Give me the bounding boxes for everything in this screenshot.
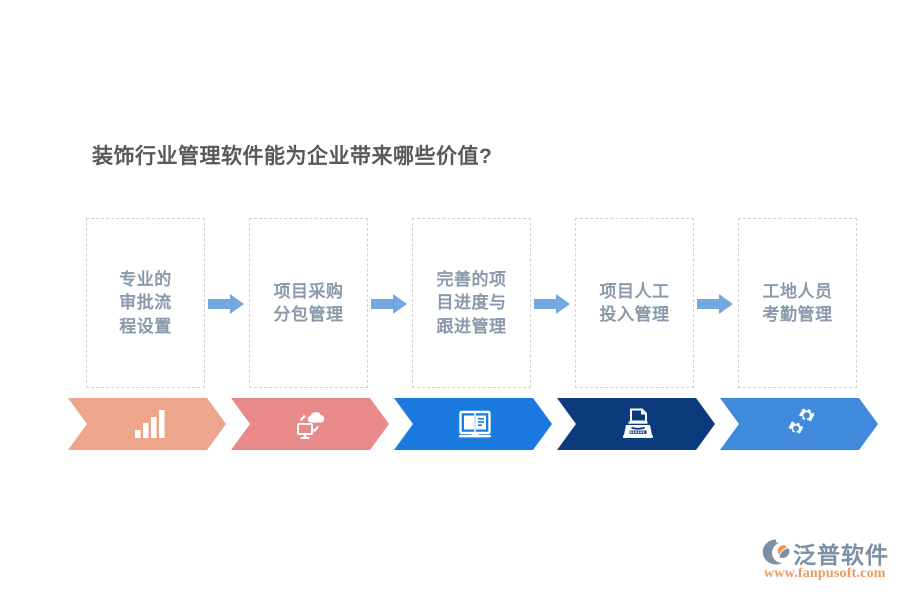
connector-shaft	[208, 299, 232, 309]
step-label-4: 项目人工 投入管理	[599, 281, 670, 324]
chevron-banner-5[interactable]	[720, 398, 878, 450]
page-title: 装饰行业管理软件能为企业带来哪些价值?	[92, 145, 493, 168]
step-box-5[interactable]: 工地人员 考勤管理	[738, 218, 857, 388]
connector-shaft	[697, 299, 721, 309]
connector-head	[393, 294, 407, 314]
flow-step-2[interactable]: 项目采购 分包管理	[249, 218, 368, 388]
connector-arrow-1	[208, 294, 244, 314]
open-book-icon	[458, 407, 492, 441]
logo-website-url: www.fanpusoft.com	[764, 566, 886, 581]
step-box-4[interactable]: 项目人工 投入管理	[575, 218, 694, 388]
process-flow: 专业的 审批流 程设置 项目采购 分包管理 完善的项 目进度与 跟进管理	[86, 218, 857, 388]
logo-mark-icon	[762, 538, 790, 566]
step-label-3: 完善的项 目进度与 跟进管理	[436, 269, 507, 336]
typewriter-icon	[621, 407, 655, 441]
step-label-2: 项目采购 分包管理	[273, 281, 344, 324]
connector-arrow-3	[534, 294, 570, 314]
gears-icon	[784, 407, 818, 441]
chevron-banner-1[interactable]	[68, 398, 226, 450]
flow-step-4[interactable]: 项目人工 投入管理	[575, 218, 694, 388]
step-label-1: 专业的 审批流 程设置	[119, 269, 172, 336]
step-label-5: 工地人员 考勤管理	[762, 281, 833, 324]
chevron-banner-row	[68, 398, 878, 450]
flow-step-1[interactable]: 专业的 审批流 程设置	[86, 218, 205, 388]
connector-arrow-4	[697, 294, 733, 314]
step-box-2[interactable]: 项目采购 分包管理	[249, 218, 368, 388]
flow-step-5[interactable]: 工地人员 考勤管理	[738, 218, 857, 388]
connector-head	[719, 294, 733, 314]
connector-shaft	[534, 299, 558, 309]
logo-company-name: 泛普软件	[793, 542, 889, 568]
chevron-banner-3[interactable]	[394, 398, 552, 450]
connector-shaft	[371, 299, 395, 309]
bar-chart-icon	[132, 407, 166, 441]
connector-head	[556, 294, 570, 314]
connector-arrow-2	[371, 294, 407, 314]
step-box-1[interactable]: 专业的 审批流 程设置	[86, 218, 205, 388]
chevron-banner-4[interactable]	[557, 398, 715, 450]
chevron-banner-2[interactable]	[231, 398, 389, 450]
cloud-computer-icon	[295, 407, 329, 441]
brand-logo[interactable]: 泛普软件 www.fanpusoft.com	[762, 536, 890, 586]
step-box-3[interactable]: 完善的项 目进度与 跟进管理	[412, 218, 531, 388]
flow-step-3[interactable]: 完善的项 目进度与 跟进管理	[412, 218, 531, 388]
connector-head	[230, 294, 244, 314]
